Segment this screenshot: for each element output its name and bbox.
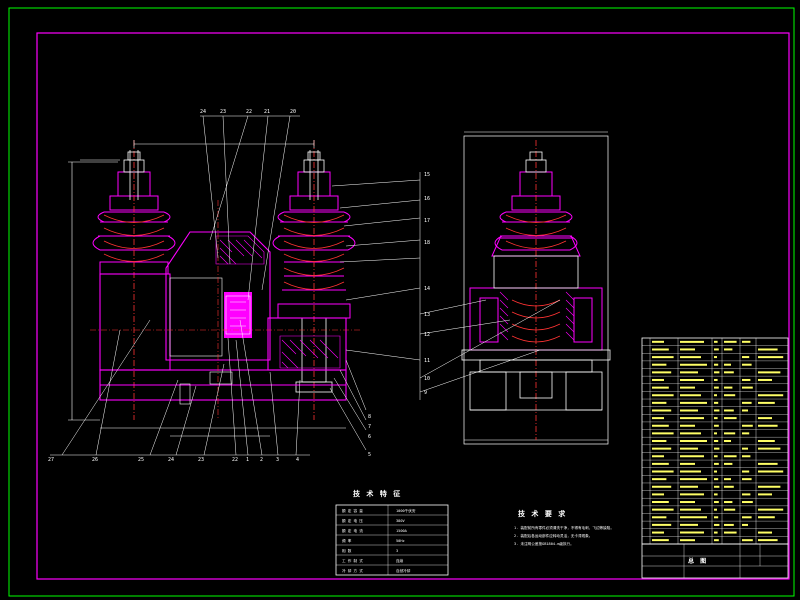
tech-char-key: 频 率 xyxy=(342,538,352,543)
callout-label: 3 xyxy=(276,457,279,463)
outer-border xyxy=(8,7,795,597)
tech-char-value: 1500A xyxy=(396,529,408,533)
drawing-name: 总 图 xyxy=(688,557,708,565)
tech-char-key: 额 定 电 流 xyxy=(342,528,363,533)
callout-label: 13 xyxy=(424,312,430,318)
callout-label: 17 xyxy=(424,218,430,224)
callout-label: 23 xyxy=(220,109,226,115)
callout-label: 24 xyxy=(200,109,206,115)
tech-char-table: 额 定 容 量 1000千伏安 额 定 电 压 380V 额 定 电 流 150… xyxy=(335,504,449,576)
parts-list-table xyxy=(641,337,789,545)
front-view xyxy=(50,115,367,456)
tech-char-value: 50Hz xyxy=(396,539,405,543)
callout-label: 22 xyxy=(232,457,238,463)
tech-char-value: 3 xyxy=(396,549,398,553)
title-block: 总 图 xyxy=(641,543,789,579)
tech-req-notes: 1. 装配前所有零件必须清洗干净，不得有毛刺、飞边等缺陷。 2. 装配后各运动部… xyxy=(514,525,614,546)
front-right-labels: 8 7 6 5 xyxy=(368,414,371,458)
tech-char-value: 连续 xyxy=(396,558,404,563)
tech-req-line: 3. 未注明公差按GB1804-m级执行。 xyxy=(514,541,574,546)
callout-label: 14 xyxy=(424,286,430,292)
front-bottom-labels: 27 26 25 24 23 22 1 2 3 4 xyxy=(48,457,299,463)
callout-label: 18 xyxy=(424,240,430,246)
tech-req-line: 2. 装配后各运动部件应转动灵活，无卡滞现象。 xyxy=(514,533,592,538)
callout-label: 1 xyxy=(246,457,249,463)
tech-req-line: 1. 装配前所有零件必须清洗干净，不得有毛刺、飞边等缺陷。 xyxy=(514,525,614,530)
callout-label: 25 xyxy=(138,457,144,463)
callout-label: 22 xyxy=(246,109,252,115)
side-view xyxy=(331,131,611,445)
callout-label: 4 xyxy=(296,457,299,463)
callout-label: 15 xyxy=(424,172,430,178)
inner-frame xyxy=(36,32,790,580)
tech-char-key: 额 定 电 压 xyxy=(342,518,363,523)
callout-label: 10 xyxy=(424,376,430,382)
callout-label: 23 xyxy=(198,457,204,463)
tech-char-value: 自然冷却 xyxy=(396,568,411,573)
callout-label: 21 xyxy=(264,109,270,115)
tech-char-key: 工 作 制 式 xyxy=(342,558,363,563)
callout-label: 8 xyxy=(368,414,371,420)
tech-char-key: 冷 却 方 式 xyxy=(342,568,363,573)
callout-label: 24 xyxy=(168,457,174,463)
tech-char-key: 相 数 xyxy=(342,548,352,553)
callout-label: 11 xyxy=(424,358,430,364)
front-top-labels: 24 23 22 21 20 xyxy=(200,109,296,115)
tech-char-value: 1000千伏安 xyxy=(396,508,416,513)
callout-label: 5 xyxy=(368,452,371,458)
callout-label: 2 xyxy=(260,457,263,463)
tech-char-value: 380V xyxy=(396,519,405,523)
callout-label: 26 xyxy=(92,457,98,463)
callout-label: 12 xyxy=(424,332,430,338)
side-labels: 15 16 17 18 14 13 12 11 10 9 xyxy=(424,172,430,396)
callout-label: 7 xyxy=(368,424,371,430)
tech-char-key: 额 定 容 量 xyxy=(342,508,363,513)
callout-label: 16 xyxy=(424,196,430,202)
callout-label: 27 xyxy=(48,457,54,463)
tech-req-title: 技 术 要 求 xyxy=(518,509,567,518)
callout-label: 20 xyxy=(290,109,296,115)
callout-label: 6 xyxy=(368,434,371,440)
tech-char-title: 技 术 特 征 xyxy=(353,489,402,498)
callout-label: 9 xyxy=(424,390,427,396)
